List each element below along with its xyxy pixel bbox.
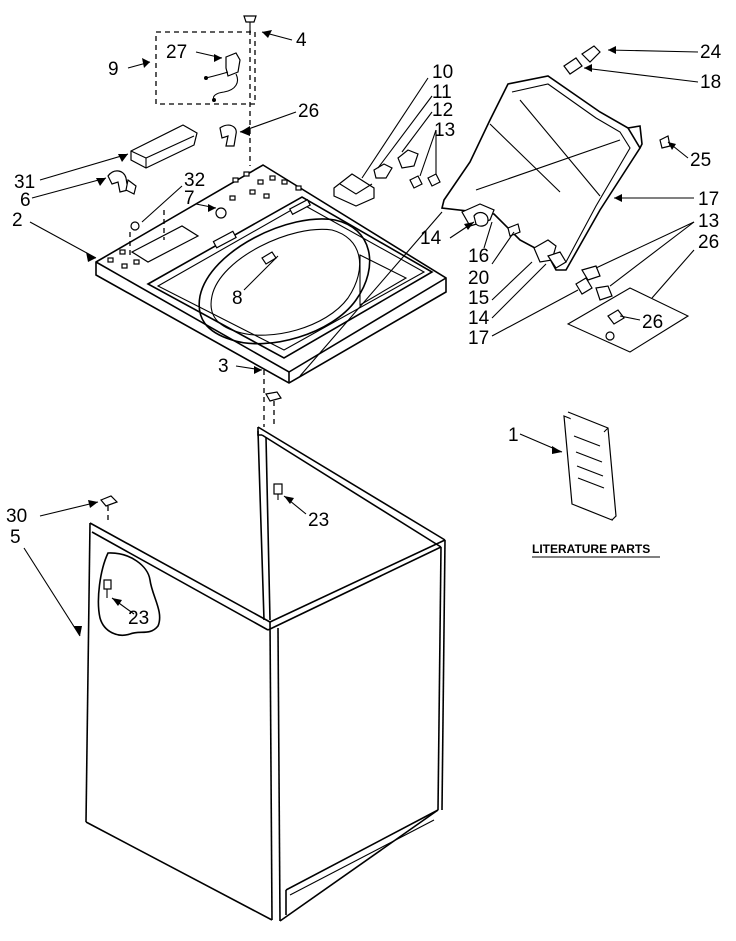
callout-9: 9 [108, 59, 119, 80]
callout-11: 11 [432, 82, 452, 103]
callout-5: 5 [10, 527, 21, 548]
callout-19: 17 [698, 189, 719, 210]
clip-30 [100, 495, 119, 524]
callout-1: 1 [508, 425, 519, 446]
top-holes [107, 171, 302, 269]
clip-3 [265, 391, 282, 428]
screw-23a [103, 579, 112, 598]
callout-3: 3 [218, 356, 229, 377]
callout-14-lower: 14 [468, 308, 490, 329]
hinge-assembly-right [461, 45, 671, 301]
callout-15: 15 [468, 288, 489, 309]
screw-8 [261, 251, 277, 265]
callout-25: 26 [642, 312, 663, 333]
literature-caption: LITERATURE PARTS [532, 542, 650, 556]
callout-17: 17 [468, 328, 489, 349]
clip-6 [107, 170, 137, 195]
callout-22: 25 [690, 150, 711, 171]
callout-7: 7 [184, 188, 195, 209]
leader-lines [23, 31, 699, 637]
screw-23b [273, 483, 283, 500]
callout-10: 10 [432, 62, 453, 83]
callout-2: 2 [12, 210, 23, 231]
callout-12: 12 [432, 100, 453, 121]
callout-13-left: 13 [434, 120, 455, 141]
callout-20: 18 [700, 72, 721, 93]
cabinet-top [95, 164, 447, 384]
callout-14-upper: 14 [420, 228, 442, 249]
callout-16: 16 [468, 246, 489, 267]
cabinet [85, 370, 446, 922]
callout-13-right: 13 [698, 211, 719, 232]
callout-18: 20 [468, 268, 489, 289]
group-9 [155, 31, 256, 105]
callout-32: 32 [184, 170, 205, 191]
arrowheads [74, 30, 676, 636]
callout-24: 26 [698, 232, 719, 253]
screw-4 [243, 15, 257, 166]
callout-8: 8 [232, 288, 243, 309]
callout-labels: 4 9 27 10 11 12 13 26 31 6 2 32 7 8 3 30… [6, 30, 722, 629]
callout-30: 30 [6, 506, 27, 527]
cover-31 [130, 124, 198, 169]
callout-23-lower: 23 [128, 608, 149, 629]
callout-4: 4 [296, 30, 307, 51]
group-24 [566, 287, 690, 353]
literature-book [563, 411, 617, 521]
clip-26 [219, 124, 237, 147]
callout-6: 6 [20, 190, 31, 211]
callout-23-upper: 23 [308, 510, 329, 531]
callout-27: 27 [166, 42, 187, 63]
hinge-assembly-left [333, 149, 441, 207]
callout-21: 24 [700, 42, 722, 63]
callout-31: 31 [14, 172, 35, 193]
callout-26: 26 [298, 101, 319, 122]
lid [441, 75, 643, 271]
